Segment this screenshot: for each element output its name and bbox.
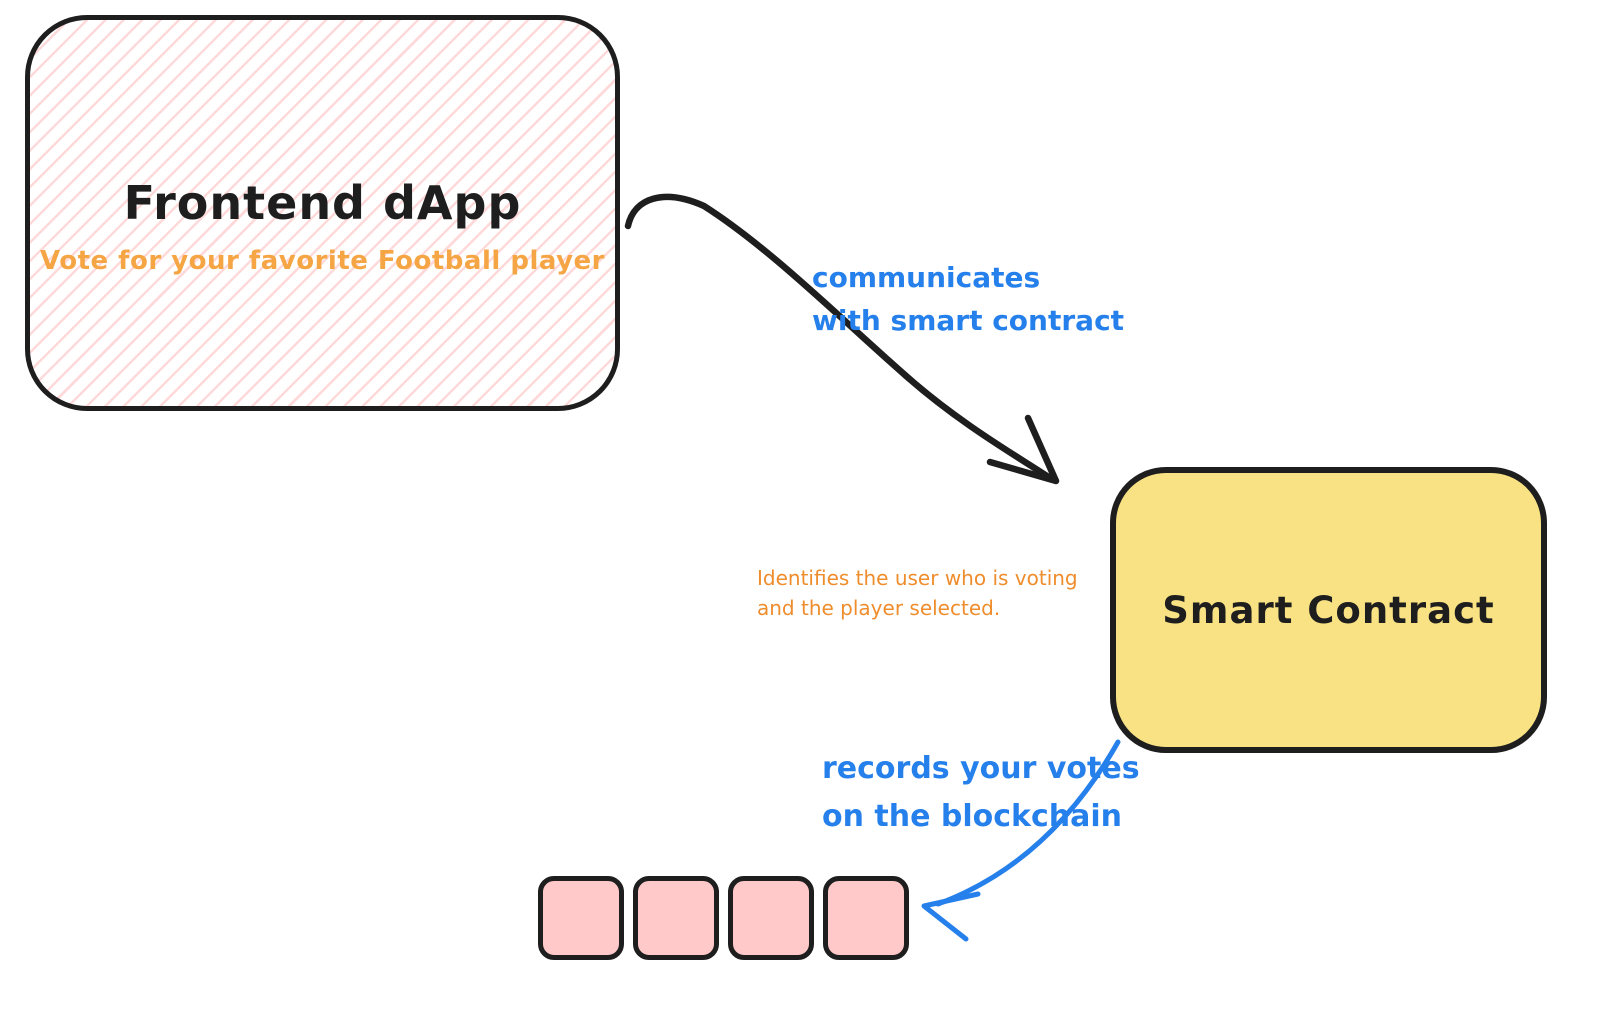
- identifies-note-line1: Identifies the user who is voting: [757, 566, 1078, 590]
- communicates-label-line2: with smart contract: [812, 304, 1125, 338]
- identifies-note-line2: and the player selected.: [757, 596, 1001, 620]
- contract-to-blockchain-arrowhead-icon: [921, 891, 981, 942]
- frontend-dapp-title: Frontend dApp: [123, 176, 522, 230]
- records-label-line2: on the blockchain: [822, 799, 1123, 834]
- smart-contract-node: Smart Contract: [1110, 467, 1547, 753]
- blockchain-block: [728, 876, 814, 960]
- frontend-dapp-subtitle: Vote for your favorite Football player: [40, 246, 605, 276]
- smart-contract-title: Smart Contract: [1162, 588, 1495, 632]
- blockchain-block: [633, 876, 719, 960]
- blockchain-block: [538, 876, 624, 960]
- records-label: records your votes on the blockchain: [822, 745, 1140, 841]
- blockchain-block: [823, 876, 909, 960]
- frontend-dapp-node: Frontend dApp Vote for your favorite Foo…: [25, 15, 620, 411]
- records-label-line1: records your votes: [822, 751, 1140, 786]
- communicates-label-line1: communicates: [812, 261, 1041, 294]
- communicates-label: communicates with smart contract: [812, 256, 1124, 343]
- identifies-note-label: Identifies the user who is voting and th…: [757, 563, 1078, 623]
- frontend-to-contract-arrowhead-icon: [986, 414, 1060, 485]
- blockchain-row: [538, 876, 909, 960]
